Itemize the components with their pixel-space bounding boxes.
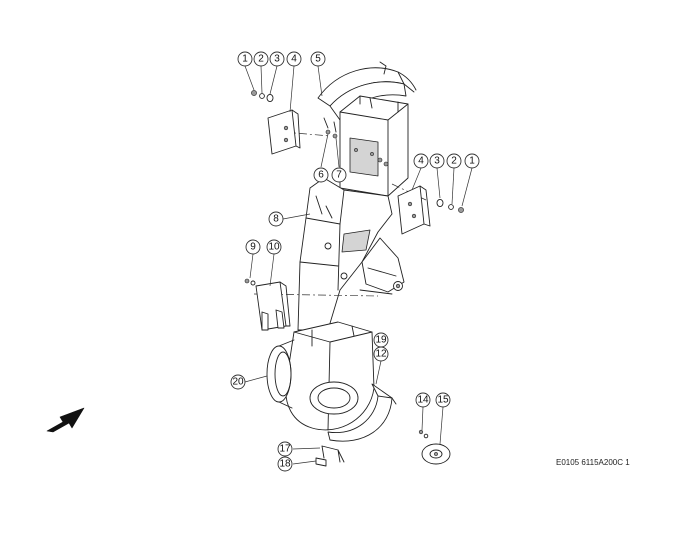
part-4-right-plate xyxy=(397,185,431,235)
callout-19: 19 xyxy=(373,332,389,348)
callout-10: 10 xyxy=(266,239,282,255)
callout-1-right: 1 xyxy=(464,153,480,169)
callout-3-right: 3 xyxy=(429,153,445,169)
part-14-screw xyxy=(418,429,429,439)
direction-arrow xyxy=(46,407,85,433)
callout-4-right: 4 xyxy=(413,153,429,169)
drawing-reference-code: E0105 6115A200C 1 xyxy=(556,458,630,467)
hardware-left xyxy=(251,90,274,103)
svg-text:7: 7 xyxy=(336,170,342,181)
callout-1-left: 1 xyxy=(237,51,253,67)
svg-text:9: 9 xyxy=(250,242,256,253)
parts-6-7-studs xyxy=(325,129,389,167)
svg-text:2: 2 xyxy=(258,54,264,65)
svg-text:2: 2 xyxy=(451,156,457,167)
callout-4-left: 4 xyxy=(286,51,302,67)
part-4-left-plate xyxy=(267,109,301,155)
callout-2-left: 2 xyxy=(253,51,269,67)
callout-7: 7 xyxy=(331,167,347,183)
callout-17: 17 xyxy=(277,441,293,457)
blower-housing xyxy=(285,321,375,431)
svg-text:1: 1 xyxy=(469,156,475,167)
svg-text:14: 14 xyxy=(417,395,429,406)
svg-text:8: 8 xyxy=(273,214,279,225)
svg-text:4: 4 xyxy=(291,54,297,65)
svg-text:4: 4 xyxy=(418,156,424,167)
part-15-disc xyxy=(421,443,451,465)
part-18-block xyxy=(315,457,327,467)
svg-text:18: 18 xyxy=(279,459,291,470)
callout-6: 6 xyxy=(313,167,329,183)
callout-3-left: 3 xyxy=(269,51,285,67)
callout-5: 5 xyxy=(310,51,326,67)
hardware-right xyxy=(436,198,464,213)
svg-text:3: 3 xyxy=(434,156,440,167)
callout-2-right: 2 xyxy=(446,153,462,169)
callout-14: 14 xyxy=(415,392,431,408)
callout-20: 20 xyxy=(230,374,246,390)
svg-text:20: 20 xyxy=(232,377,244,388)
upper-housing-box xyxy=(339,95,409,197)
svg-text:1: 1 xyxy=(242,54,248,65)
leader-lines xyxy=(244,65,473,465)
callout-15: 15 xyxy=(435,392,451,408)
svg-text:19: 19 xyxy=(375,335,387,346)
svg-text:10: 10 xyxy=(268,242,280,253)
callout-9: 9 xyxy=(245,239,261,255)
callout-18: 18 xyxy=(277,456,293,472)
svg-text:3: 3 xyxy=(274,54,280,65)
svg-text:12: 12 xyxy=(375,349,387,360)
part-10-bracket xyxy=(255,281,291,331)
callout-12: 12 xyxy=(373,346,389,362)
hinge-bracket xyxy=(359,237,405,295)
part-19-curved-cover xyxy=(327,383,397,442)
svg-text:6: 6 xyxy=(318,170,324,181)
svg-text:15: 15 xyxy=(437,395,449,406)
callout-8: 8 xyxy=(268,211,284,227)
part-20-inlet-ring xyxy=(266,339,295,409)
part-9-bolt xyxy=(244,278,256,286)
svg-text:5: 5 xyxy=(315,54,321,65)
part-17-u-bracket xyxy=(321,445,345,463)
svg-text:17: 17 xyxy=(279,444,291,455)
